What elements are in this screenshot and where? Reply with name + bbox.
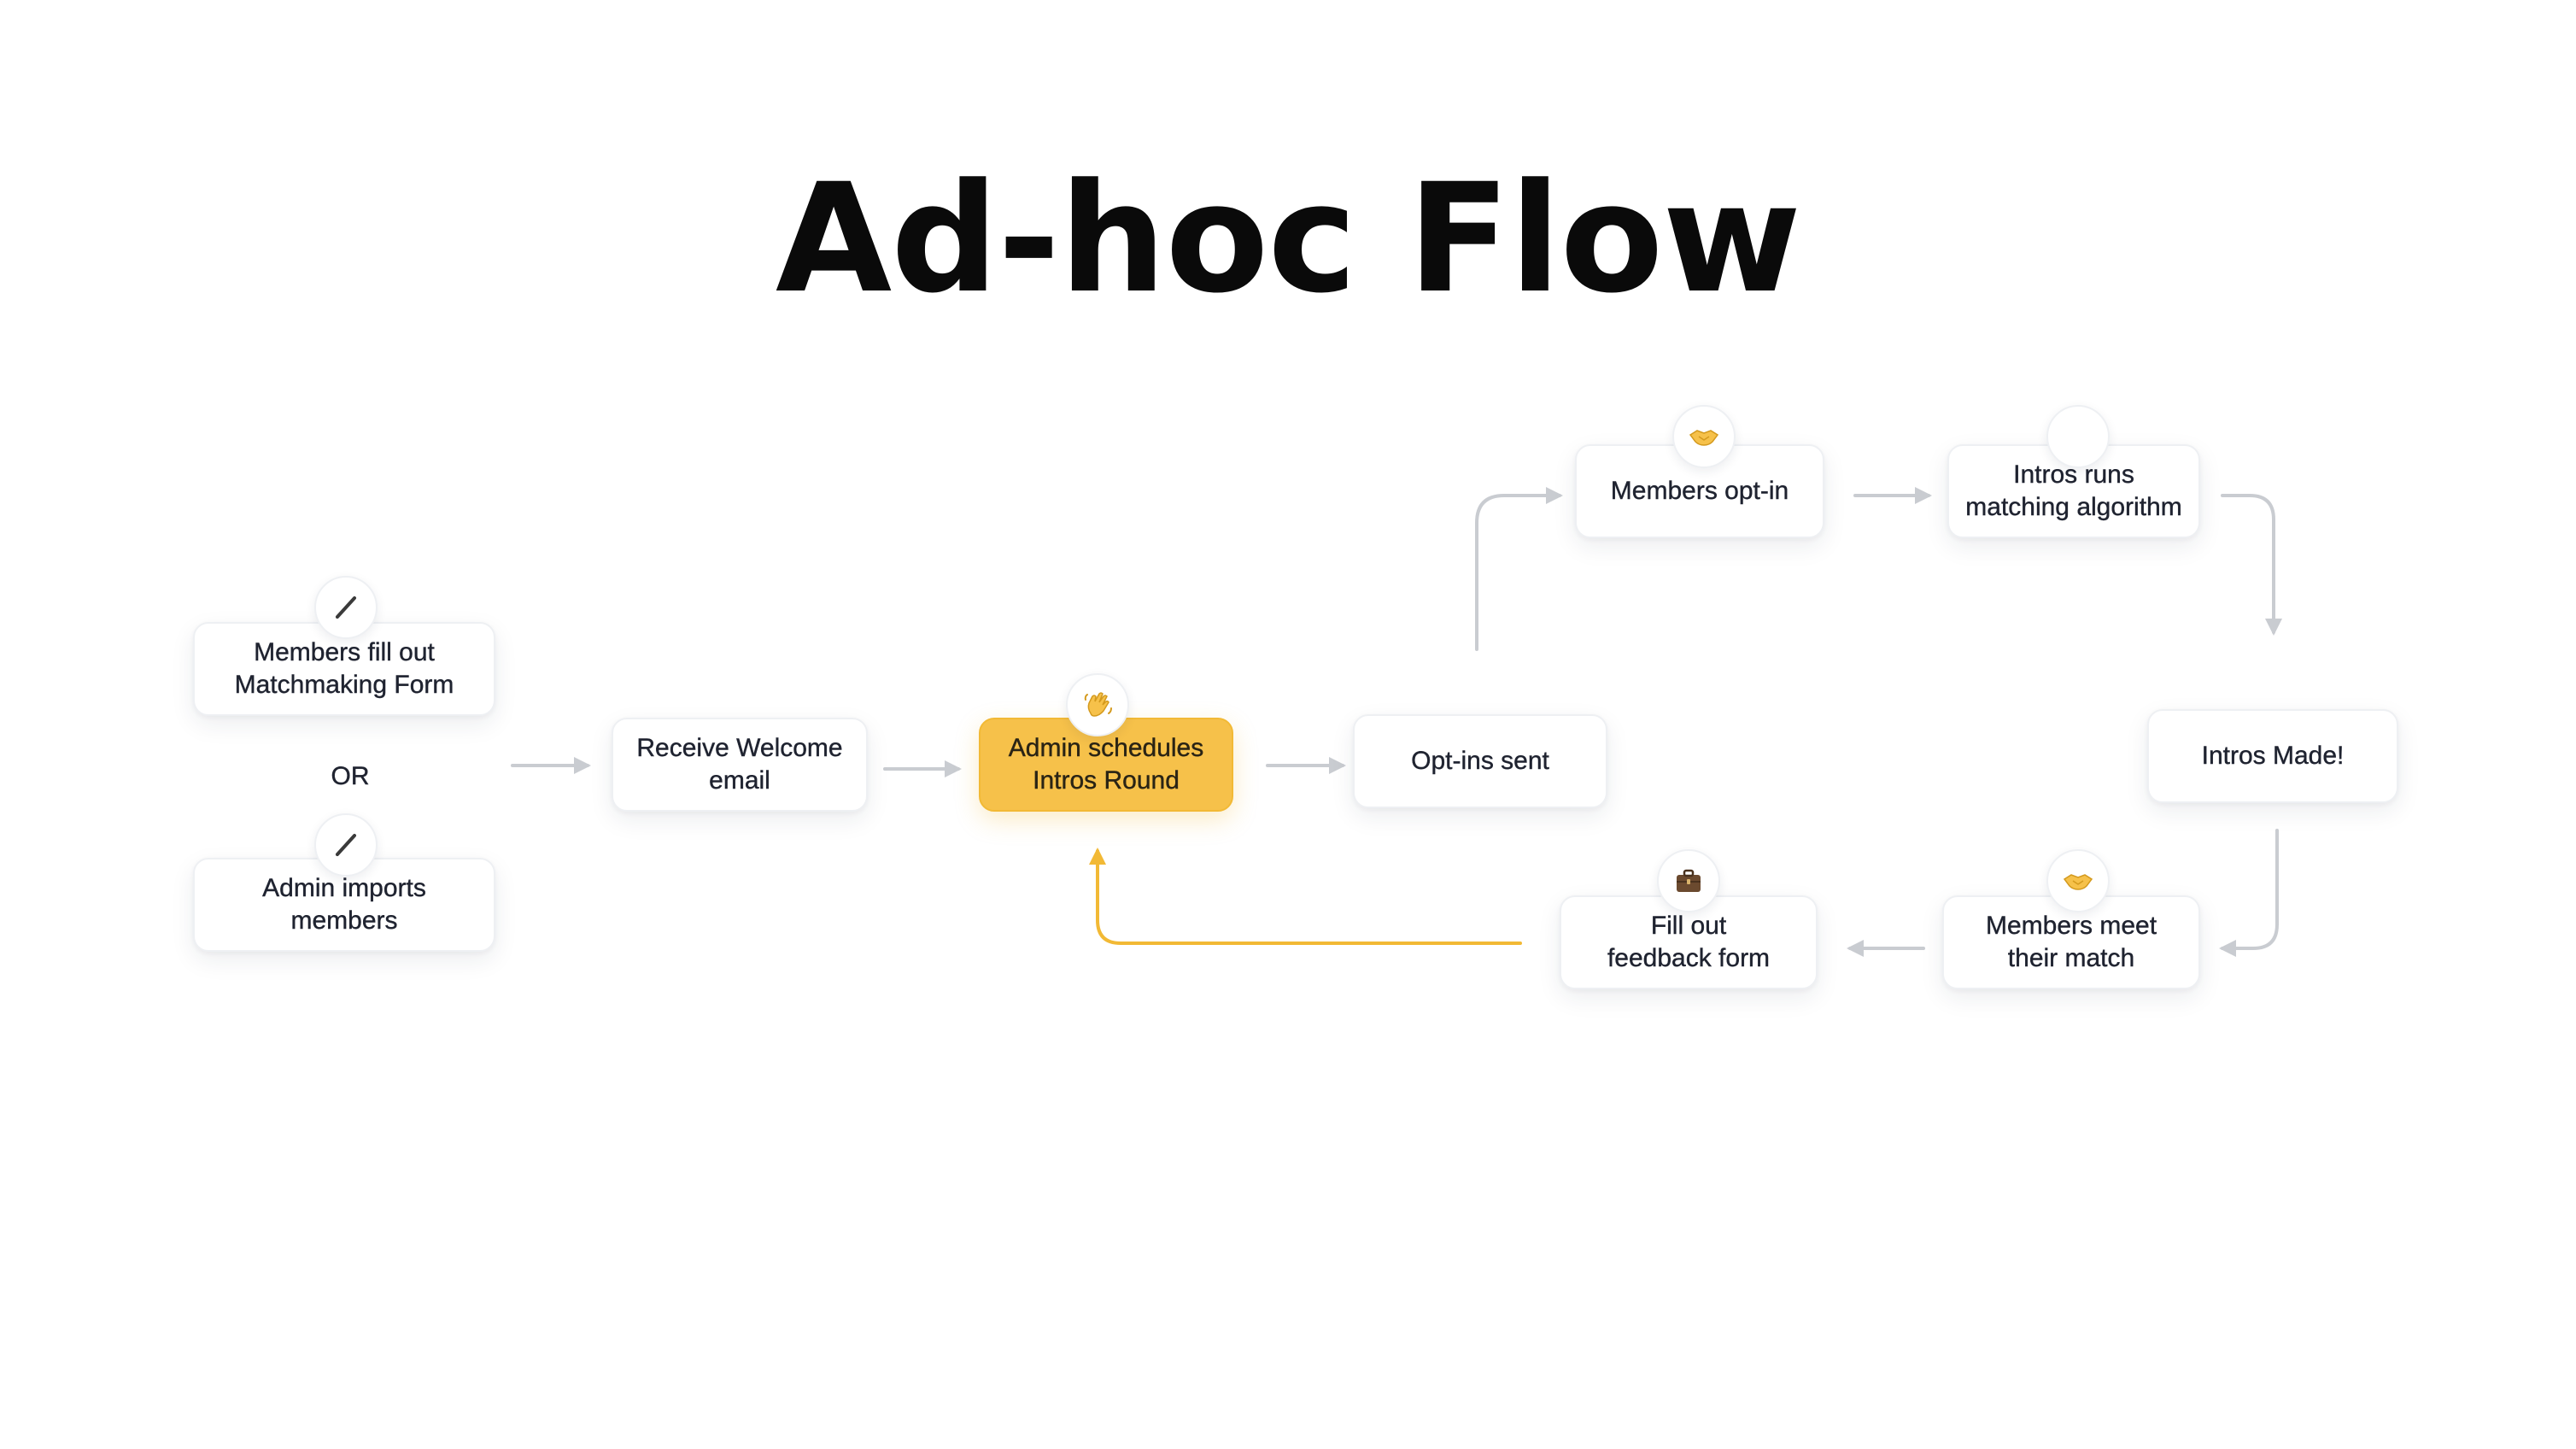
waving-hand-icon [1066,673,1129,736]
node-label: Fill out feedback form [1607,912,1771,972]
arrow-feedback-to-schedule [1089,848,1522,945]
node-fill-out-feedback-form: Fill out feedback form [1560,895,1818,989]
node-label: Opt-ins sent [1411,747,1549,775]
node-opt-ins-sent: Opt-ins sent [1353,714,1607,808]
node-label: Members opt-in [1610,477,1789,505]
node-label: Intros runs matching algorithm [1965,461,2182,521]
node-label: Receive Welcome email [636,734,843,795]
briefcase-icon [1657,849,1720,912]
arrow-algorithm-to-intros-made [2221,494,2282,636]
arrow-optins-to-members-optin [1475,487,1563,651]
handshake-icon [2046,849,2110,912]
blank-icon [2046,405,2110,468]
pencil-icon [314,576,378,639]
node-receive-welcome-email: Receive Welcome email [612,718,868,812]
node-intros-made: Intros Made! [2147,709,2398,803]
node-label: Admin schedules Intros Round [1008,734,1204,795]
page-title: Ad-hoc Flow [775,151,1801,326]
or-label: OR [331,762,370,790]
node-label: Members meet their match [1985,912,2157,972]
pencil-icon [314,813,378,877]
arrow-intros-made-to-meet [2219,829,2279,957]
node-label: Members fill out Matchmaking Form [234,638,454,699]
node-label: Intros Made! [2201,742,2345,770]
node-label: Admin imports members [262,874,426,935]
handshake-icon [1672,405,1736,468]
